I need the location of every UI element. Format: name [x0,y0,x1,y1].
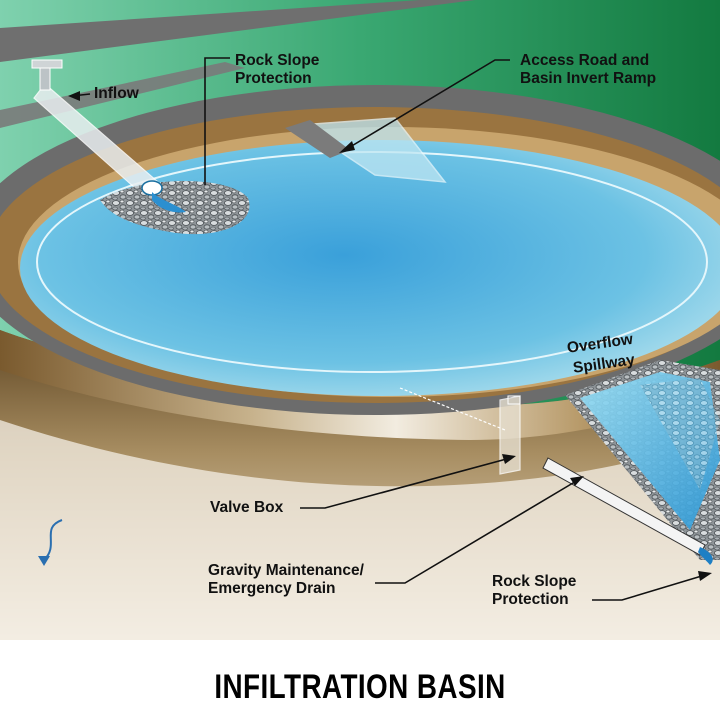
infiltration-arrow [43,519,63,561]
back-road [0,0,475,62]
rock-slope-top-label-line2: Protection [235,70,312,87]
access-road [285,120,350,158]
inflow-label: Inflow [94,85,139,102]
rock-slope-bottom-leader [592,574,706,601]
valve-box-arrowhead [502,454,516,464]
rock-slope-bottom-label-line2: Protection [492,591,569,608]
infiltration-arrowhead [38,556,50,566]
rock-slope-bottom-label-line1: Rock Slope [492,573,577,590]
valve-box-leader [300,457,511,509]
access-road-leader [344,59,510,151]
access-road-label-line2: Basin Invert Ramp [520,70,657,87]
valve-box-lid [507,395,521,405]
inflow-grate [31,59,63,69]
drain-intake-line [399,387,506,431]
drain-arrowhead [570,476,584,486]
rock-slope-top-label-line1: Rock Slope [235,52,320,69]
access-road-label-line1: Access Road and [520,52,650,69]
inflow-riser [39,67,51,91]
drain-label-line1: Gravity Maintenance/ [208,562,364,579]
drain-label-line2: Emergency Drain [208,580,336,597]
rock-slope-bottom-arrowhead [698,571,712,581]
valve-box-label: Valve Box [210,499,284,516]
leader-arrowheads [68,91,712,581]
spillway-rocks-under-water [640,378,720,490]
emergency-drain-pipe [542,457,706,556]
soil-berm-face [0,330,720,440]
drain-discharge [698,547,713,565]
inflow-arrowhead [68,91,80,101]
basin-invert-ramp [297,117,447,183]
diagram-title: INFILTRATION BASIN [214,668,506,706]
valve-box [499,395,521,475]
leader-lines [71,57,706,601]
soil-lower-layer [0,420,720,640]
inflow-discharge [152,192,186,213]
rock-slope-top-leader [204,57,230,185]
drain-leader [375,479,579,584]
access-road-arrowhead [339,141,355,153]
